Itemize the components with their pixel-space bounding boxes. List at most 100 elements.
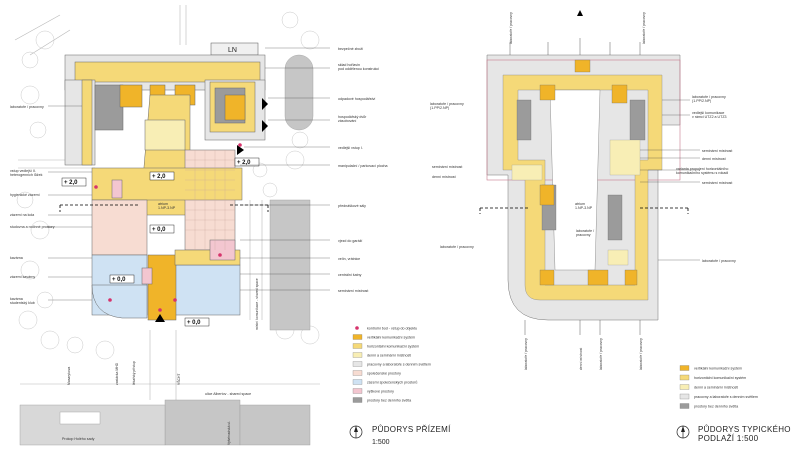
left-label-7: zázemí kavárny	[10, 275, 35, 279]
legend-left: kontrolní bod - vstup do objektu vertikál…	[352, 326, 431, 403]
checkpoint-dots	[94, 143, 242, 312]
legend-label-labs-offices: pracovny a laboratoře s denním světlem	[694, 395, 758, 399]
bottom-label-vysehradska: Vyšehradská ul.	[227, 421, 231, 445]
level-mark-2: + 2,0	[152, 174, 166, 180]
neighbour-buildings	[19, 54, 314, 446]
level-mark-1: + 2,0	[237, 160, 251, 166]
right-label-1: bezpečné zboží	[338, 47, 363, 51]
north-arrow-left	[349, 425, 363, 439]
right-label-9: velín, vrátnice	[338, 257, 360, 261]
bottom-label-access: lékařský přístup	[132, 361, 136, 385]
street-label: LN	[228, 47, 237, 54]
typical-label-left-seminar: seminární místnost	[432, 165, 462, 169]
left-label-1: laboratoře / pracovny	[10, 105, 44, 109]
legend-swatch-daylight-rooms	[352, 352, 363, 358]
level-mark-4: + 0,0	[152, 227, 166, 233]
typical-label-bottom-3: laboratoře / pracovny	[599, 338, 603, 370]
right-label-11: seminární místnost	[338, 289, 368, 293]
right-label-3: odpadové hospodářství	[338, 97, 375, 101]
right-label-7: přednáškové sály	[338, 204, 366, 208]
legend-swatch-vertical-core	[352, 334, 363, 340]
typical-label-right-6: seminární místnost	[702, 181, 732, 185]
legend-label-entrance-dot: kontrolní bod - vstup do objektu	[367, 326, 417, 330]
legend-swatch-labs-offices	[352, 361, 363, 367]
entrance-markers	[155, 98, 268, 322]
legend-label-vertical-core: vertikální komunikační systém	[367, 335, 415, 339]
right-label-10: centrální šatny	[338, 273, 362, 277]
typical-label-bottom-4: laboratoře / pracovny	[639, 338, 643, 370]
typical-right-leaders	[640, 99, 700, 261]
legend-label-social-spaces: společenské prostory	[367, 371, 401, 375]
legend-label-vertical-core: vertikální komunikační systém	[694, 366, 742, 370]
level-mark-3: + 2,0	[64, 180, 78, 186]
typical-section-lines	[479, 207, 689, 214]
typical-label-bottom-2: denní místnost	[579, 348, 583, 370]
top-arrow	[577, 10, 583, 16]
typical-label-top-1: laboratoře / pracovny	[509, 12, 513, 44]
bottom-label-stop: zastávka MHD	[115, 362, 119, 385]
north-arrow-right	[676, 425, 690, 439]
typical-label-left-day: denní místnost	[432, 175, 456, 179]
bottom-label-vscht: VŠCHT	[176, 374, 181, 386]
bottom-label-shared: místní komunikace - shared space	[255, 278, 259, 330]
legend-label-tall-spaces: výškové prostory	[367, 389, 394, 393]
level-marks: + 2,0 + 2,0 + 2,0 + 0,0 + 0,0 + 0,0	[61, 157, 260, 327]
typical-label-left-1: laboratoře / pracovny(1.PP/2.NP)	[430, 102, 464, 110]
typical-label-right-1: laboratoře / pracovny(1.PP/2.NP)	[692, 95, 726, 103]
typical-label-right-3: seminární místnost	[702, 149, 732, 153]
legend-swatch-no-daylight	[352, 397, 363, 403]
grid-ticks	[509, 38, 641, 335]
typical-day-rooms	[511, 139, 641, 266]
lecture-hall-hatch	[185, 150, 235, 250]
legend-swatch-no-daylight	[679, 403, 690, 409]
left-label-3: hygienické zázemí	[10, 193, 40, 197]
typical-label-center-labs: laboratoře /pracovny	[576, 229, 594, 237]
left-label-2: vstup vedlejší II.heterogenních lůžek	[10, 169, 43, 177]
bottom-label-masarykova: Masarykova	[67, 367, 71, 385]
legend-label-no-daylight: prostory bez denního světla	[694, 404, 738, 408]
left-labels	[48, 105, 92, 301]
legend-swatch-social-spaces	[352, 370, 363, 376]
legend-label-horizontal-corridor: horizontální komunikační systém	[694, 376, 746, 380]
left-label-4: zázemí na kola	[10, 213, 34, 217]
typical-label-bottom-1: laboratoře / pracovny	[524, 338, 528, 370]
typical-label-left-labs: laboratoře / pracovny	[440, 245, 474, 249]
typical-cores	[539, 59, 638, 286]
bottom-label-park: Prokop Holého sady	[62, 437, 95, 441]
typical-label-right-7: laboratoře / pracovny	[702, 259, 736, 263]
no-daylight-rooms	[516, 99, 646, 241]
legend-label-daylight-rooms: denní a seminární místnosti	[367, 353, 411, 357]
ground-floor-scale: 1:500	[372, 439, 390, 446]
typical-label-top-2: laboratoře / pracovny	[642, 12, 646, 44]
legend-right: vertikální komunikační systém horizontáln…	[679, 365, 758, 409]
legend-label-labs-offices: pracovny a laboratoře s denním světlem	[367, 362, 431, 366]
legend-swatch-horizontal-corridor	[352, 343, 363, 349]
left-label-6: kavárna	[10, 256, 23, 260]
right-labels-leaders	[240, 47, 330, 291]
left-label-5: studovna a rodinné prostory	[10, 225, 55, 229]
bottom-label-albertov: ulice Albertov - shared space	[205, 392, 251, 396]
legend-swatch-tall-spaces	[352, 388, 363, 394]
level-mark-6: + 0,0	[187, 320, 201, 326]
legend-swatch-vertical-core	[679, 365, 690, 371]
ground-floor-title: PŮDORYS PŘÍZEMÍ	[372, 425, 451, 434]
ground-floor-plan: LN	[10, 5, 451, 446]
legend-swatch-horizontal-corridor	[679, 374, 690, 381]
typical-label-right-4: denní místnost	[702, 157, 726, 161]
right-label-8: vjezd do garáží	[338, 239, 362, 243]
legend-swatch-labs-offices	[679, 393, 690, 400]
right-label-6: manipulační / parkovací plocha	[338, 164, 388, 168]
legend-swatch-daylight-rooms	[679, 384, 690, 390]
legend-label-daylight-rooms: denní a seminární místnosti	[694, 385, 738, 389]
legend-label-student-club: zázemí společenských prostorů	[367, 380, 417, 384]
